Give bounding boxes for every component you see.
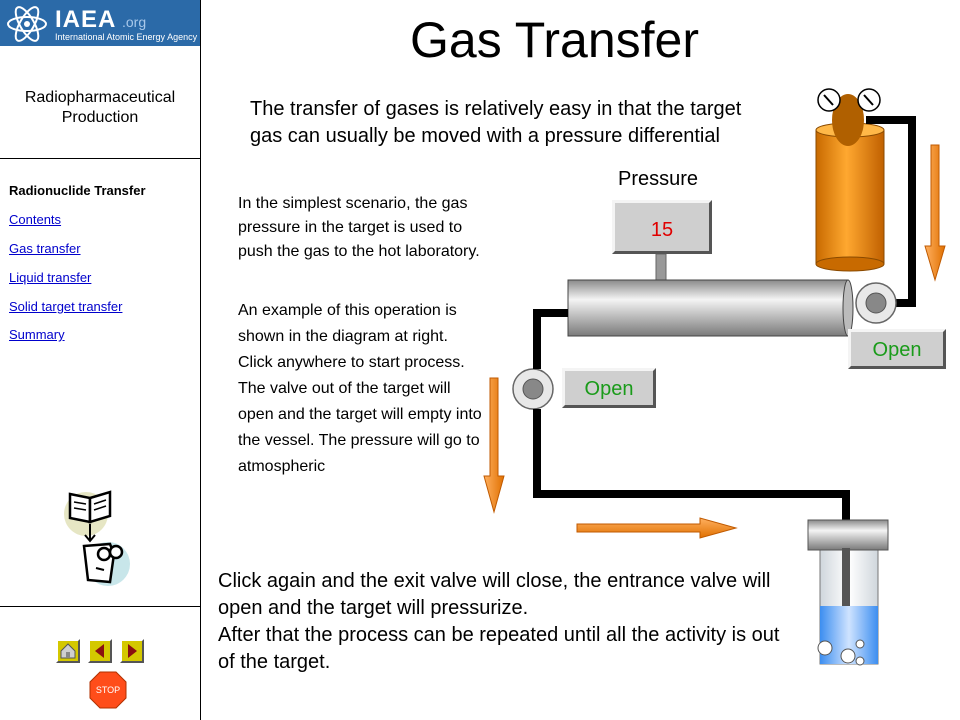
exit-valve-status: Open [562,368,656,408]
scenario-text: In the simplest scenario, the gas pressu… [238,195,480,260]
home-button[interactable] [56,639,80,663]
next-button[interactable] [120,639,144,663]
exit-gas-line-upper [533,309,568,369]
sidebar-divider-top [0,158,200,159]
arrow-right-icon [128,644,137,658]
exit-valve-status-text: Open [584,378,634,400]
sidebar-divider-bottom [0,606,200,607]
home-icon [60,643,76,659]
nav-link-gas-transfer[interactable]: Gas transfer [9,241,81,256]
book-reader-icon [64,490,130,586]
gas-cylinder [815,88,885,272]
target-body [567,279,854,337]
sidebar: IAEA .org International Atomic Energy Ag… [0,0,201,720]
pressure-gauge: 15 [612,200,712,254]
nav-link-solid-target-transfer[interactable]: Solid target transfer [9,299,123,314]
nav-link-liquid-transfer[interactable]: Liquid transfer [9,270,92,285]
nav-heading: Radionuclide Transfer [9,183,146,198]
atom-icon [7,6,47,42]
instructions-line1: Click again and the exit valve will clos… [218,570,771,619]
collection-vessel [807,519,889,666]
supply-gas-line [866,116,916,307]
nav-link-contents[interactable]: Contents [9,212,62,227]
entrance-valve-status-text: Open [872,339,922,361]
flow-arrow-down-right-icon [924,144,946,282]
nav-link-summary[interactable]: Summary [9,327,65,342]
instructions-line2: After that the process can be repeated u… [218,624,780,673]
logo-subtitle: International Atomic Energy Agency [55,32,198,42]
logo-name: IAEA [55,6,117,33]
flow-arrow-down-left-icon [483,377,505,514]
entrance-valve-status: Open [848,329,946,369]
course-title-line2: Production [61,109,139,126]
entrance-valve[interactable] [855,282,897,324]
iaea-logo: IAEA .org International Atomic Energy Ag… [0,0,200,46]
instructions-text: Click again and the exit valve will clos… [218,568,788,676]
stop-label: STOP [96,685,120,695]
course-title-line1: Radiopharmaceutical [24,89,176,106]
page-title: Gas Transfer [410,12,699,68]
exit-gas-line-lower [533,409,850,608]
logo-domain: .org [122,14,147,30]
previous-button[interactable] [88,639,112,663]
pressure-label: Pressure [618,168,699,190]
stop-button[interactable]: STOP [88,670,128,710]
exit-valve[interactable] [512,368,554,410]
flow-arrow-right-icon [576,517,738,539]
course-title: Radiopharmaceutical Production [0,88,200,128]
intro-text: The transfer of gases is relatively easy… [250,98,742,147]
pressure-gauge-stem [655,253,667,283]
example-text: An example of this operation is shown in… [238,302,482,475]
pressure-value: 15 [650,219,674,241]
arrow-left-icon [95,644,104,658]
